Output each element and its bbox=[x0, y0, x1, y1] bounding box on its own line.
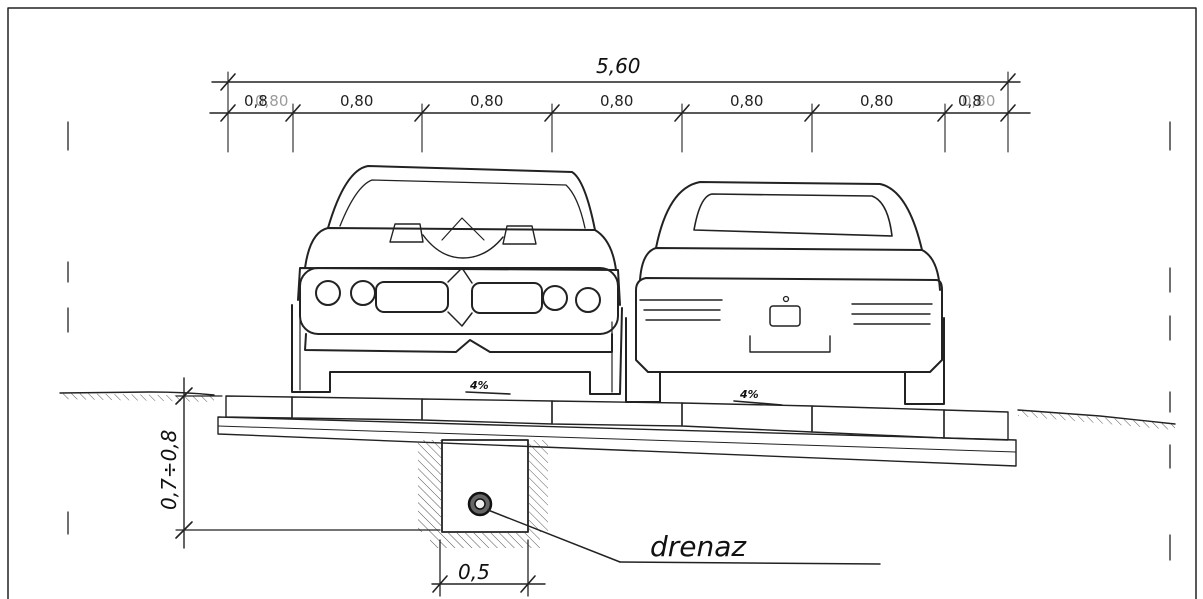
gravel-base-layer bbox=[217, 416, 1017, 467]
slope-label-left: 4% bbox=[469, 379, 489, 392]
slope-markers: 4% 4% bbox=[465, 379, 783, 406]
segment-label-1: 0,80 bbox=[340, 92, 373, 110]
drawing-frame bbox=[7, 7, 1197, 599]
pavement-blocks bbox=[225, 395, 1009, 441]
car-rear-view bbox=[625, 181, 945, 405]
drain-label: drenaz bbox=[650, 530, 747, 563]
drainage-trench: drenaz bbox=[418, 439, 881, 565]
segment-label-4: 0,80 bbox=[730, 92, 763, 110]
segment-label-7: 0,80 bbox=[962, 92, 995, 110]
segment-overlap-label-right: 0,8 bbox=[958, 92, 982, 110]
total-width-label: 5,60 bbox=[596, 54, 641, 78]
dimension-chain: 5,60 0,8 0,80 0,80 0,80 0,80 0,80 0,8 0,… bbox=[209, 54, 1031, 153]
slope-label-right: 4% bbox=[739, 388, 759, 401]
segment-label-2: 0,80 bbox=[470, 92, 503, 110]
trench-width-dimension: 0,5 bbox=[431, 539, 546, 597]
car-front-view bbox=[291, 165, 623, 395]
trench-width-label: 0,5 bbox=[458, 560, 490, 584]
side-guides bbox=[67, 121, 1171, 561]
depth-label: 0,7÷0,8 bbox=[157, 430, 181, 510]
segment-label-6: 0,80 bbox=[255, 92, 288, 110]
segment-label-5: 0,80 bbox=[860, 92, 893, 110]
segment-overlap-label-left: 0,8 bbox=[244, 92, 268, 110]
ground-surface bbox=[59, 391, 1176, 430]
segment-label-3: 0,80 bbox=[600, 92, 633, 110]
depth-dimension: 0,7÷0,8 bbox=[157, 377, 441, 549]
